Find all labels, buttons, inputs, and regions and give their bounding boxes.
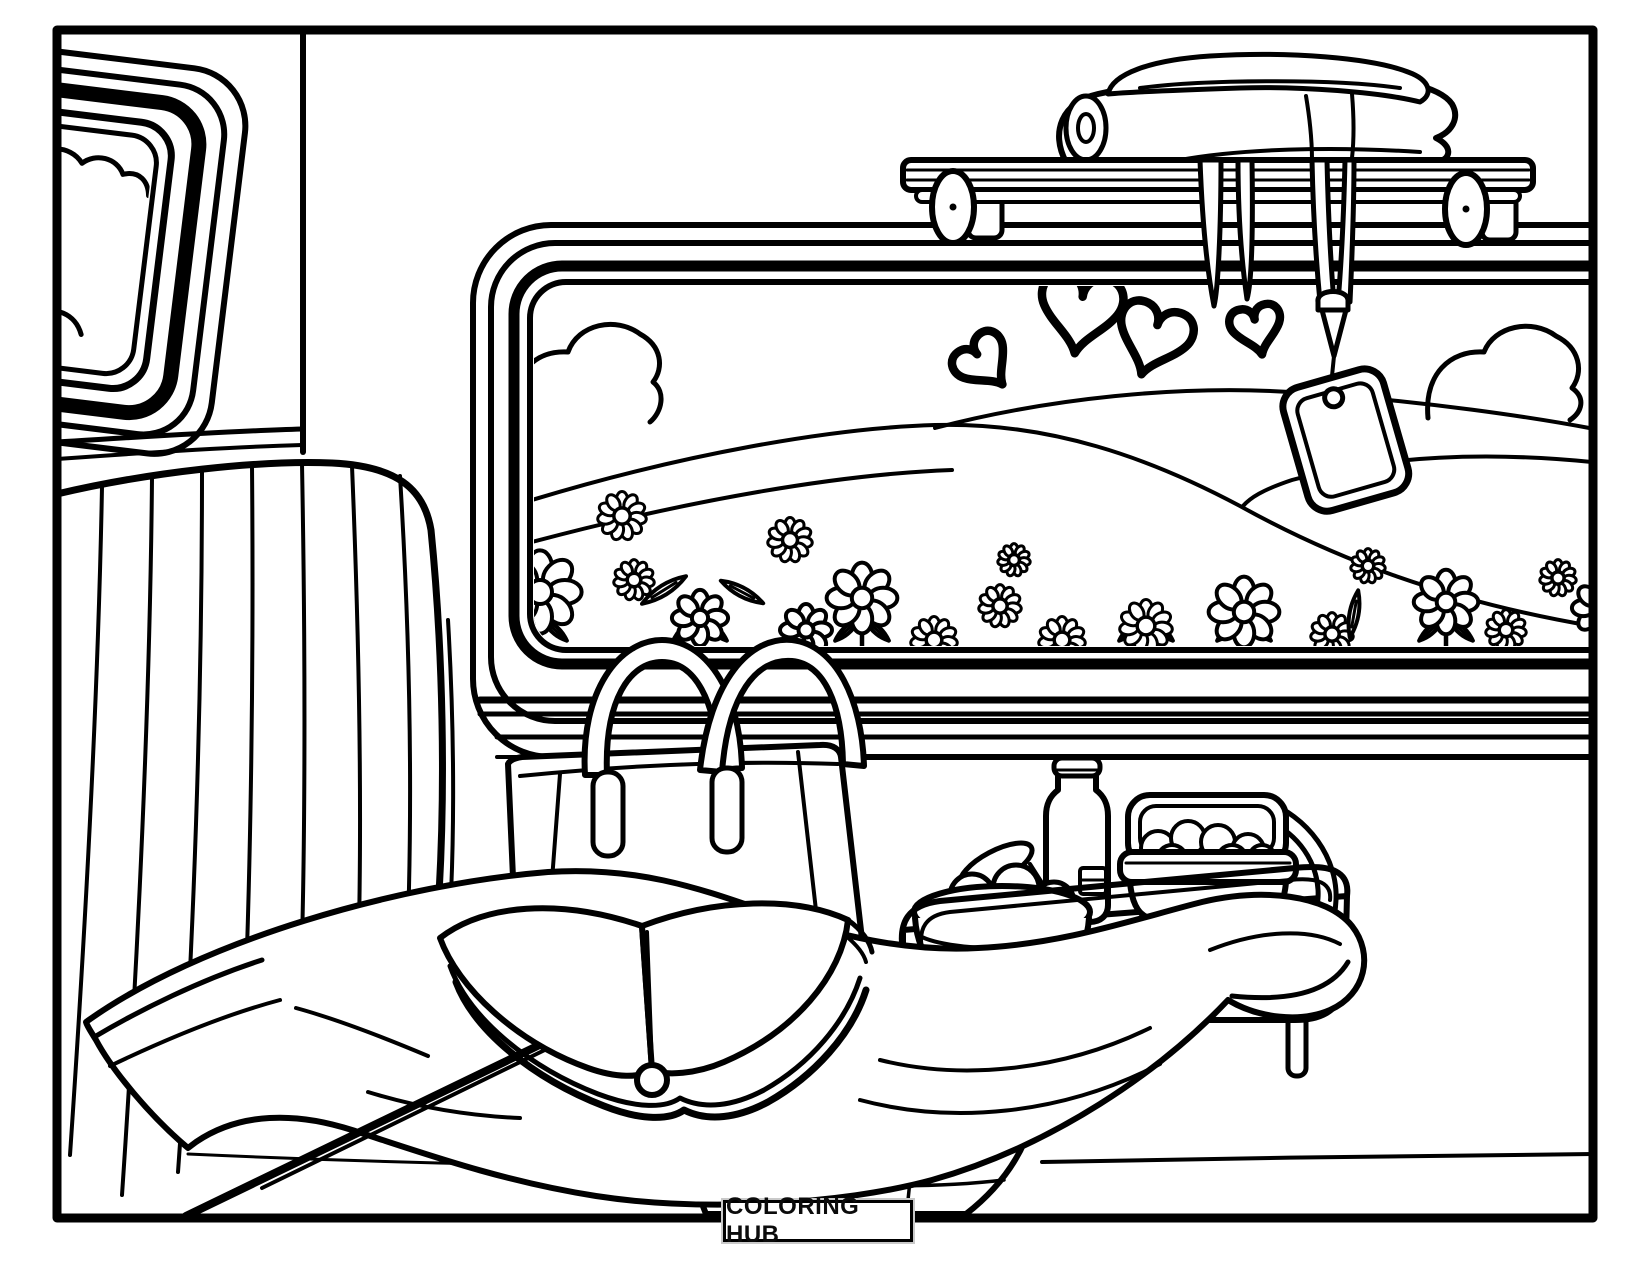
hanging-straps (1197, 157, 1357, 359)
open-book (437, 900, 875, 1121)
brand-label: COLORING HUB (726, 1193, 860, 1248)
bag-handle (697, 636, 867, 775)
bag-handle (581, 637, 745, 778)
rolled-blanket (1056, 51, 1459, 165)
window-hearts (947, 286, 1285, 389)
floor-lines (1040, 1152, 1593, 1164)
rack-bracket-wheel (929, 168, 1490, 248)
book-page-stack (447, 963, 870, 1121)
book-fore-edge (844, 917, 875, 964)
main-window (470, 222, 1593, 760)
luggage-rack (900, 51, 1536, 515)
window-flowers (534, 490, 1593, 646)
left-window-clouds (57, 146, 152, 353)
window-clouds (534, 321, 1584, 425)
window-sill (476, 696, 1593, 759)
left-window-sill (57, 426, 305, 461)
page-marker-bead (634, 1062, 670, 1098)
brand-label-box: COLORING HUB (723, 1193, 913, 1248)
luggage-tag (1279, 365, 1413, 515)
left-window (57, 38, 249, 457)
